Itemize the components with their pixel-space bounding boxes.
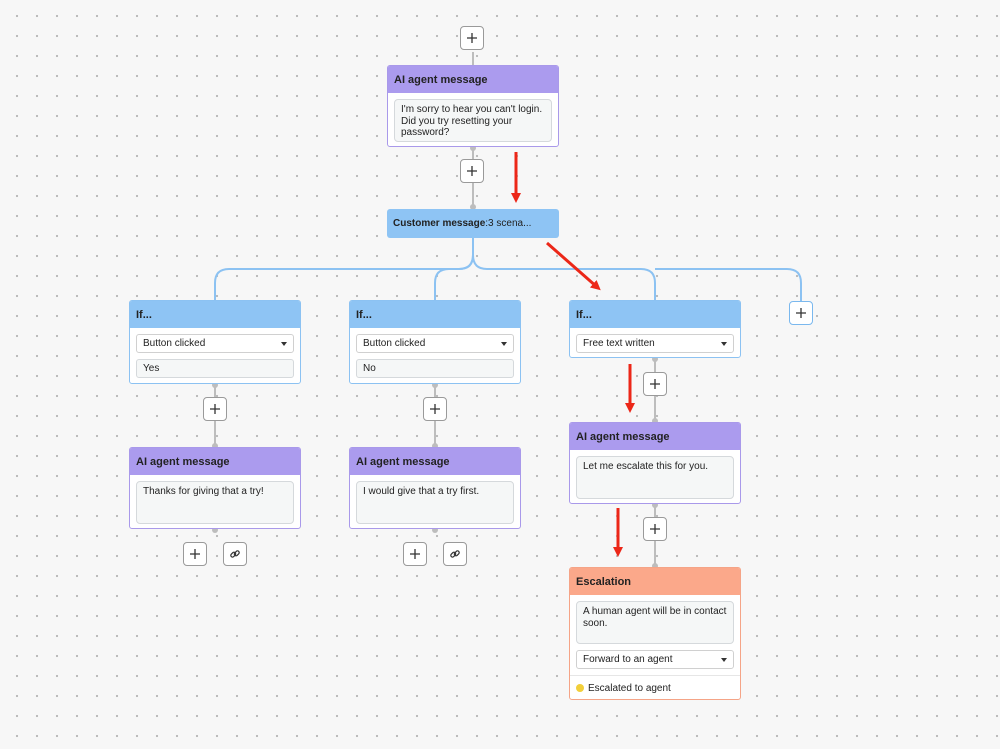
customer-message-detail: :3 scena... (485, 218, 532, 229)
plus-icon (190, 549, 200, 559)
escalation-action-select[interactable]: Forward to an agent (576, 650, 734, 669)
branch-2-ai-message-node[interactable]: AI agent message I would give that a try… (349, 447, 521, 529)
condition-title: If... (130, 301, 300, 328)
node-title: AI agent message (570, 423, 740, 450)
caret-down-icon (721, 657, 727, 662)
condition-type-select[interactable]: Button clicked (136, 334, 294, 353)
condition-node-2[interactable]: If... Button clicked No (349, 300, 521, 384)
condition-value-field[interactable]: Yes (136, 359, 294, 378)
condition-node-1[interactable]: If... Button clicked Yes (129, 300, 301, 384)
plus-icon (650, 524, 660, 534)
node-title: AI agent message (130, 448, 300, 475)
add-step-button-branch-2[interactable] (423, 397, 447, 421)
escalation-title: Escalation (570, 568, 740, 595)
plus-icon (467, 33, 477, 43)
message-text[interactable]: Thanks for giving that a try! (136, 481, 294, 524)
plus-icon (430, 404, 440, 414)
condition-title: If... (350, 301, 520, 328)
escalation-status: Escalated to agent (570, 675, 740, 699)
condition-value-field[interactable]: No (356, 359, 514, 378)
add-step-button-before-escalation[interactable] (643, 517, 667, 541)
branch-lines (214, 238, 802, 301)
message-text[interactable]: I would give that a try first. (356, 481, 514, 524)
caret-down-icon (721, 341, 727, 346)
link-icon (450, 550, 460, 558)
link-step-button-end-1[interactable] (223, 542, 247, 566)
message-text[interactable]: Let me escalate this for you. (576, 456, 734, 499)
caret-down-icon (281, 341, 287, 346)
add-scenario-button[interactable] (789, 301, 813, 325)
node-title: AI agent message (388, 66, 558, 93)
plus-icon (210, 404, 220, 414)
plus-icon (650, 379, 660, 389)
caret-down-icon (501, 341, 507, 346)
plus-icon (467, 166, 477, 176)
add-step-button-top[interactable] (460, 26, 484, 50)
escalation-status-text: Escalated to agent (588, 682, 671, 694)
condition-type-select[interactable]: Button clicked (356, 334, 514, 353)
link-step-button-end-2[interactable] (443, 542, 467, 566)
plus-icon (410, 549, 420, 559)
condition-title: If... (570, 301, 740, 328)
branch-1-ai-message-node[interactable]: AI agent message Thanks for giving that … (129, 447, 301, 529)
condition-type-value: Button clicked (143, 338, 206, 349)
node-title: AI agent message (350, 448, 520, 475)
condition-node-3[interactable]: If... Free text written (569, 300, 741, 358)
message-text[interactable]: I'm sorry to hear you can't login. Did y… (394, 99, 552, 142)
escalation-action-value: Forward to an agent (583, 654, 673, 665)
plus-icon (796, 308, 806, 318)
condition-type-value: Button clicked (363, 338, 426, 349)
branch-3-ai-message-node[interactable]: AI agent message Let me escalate this fo… (569, 422, 741, 504)
escalation-message-text[interactable]: A human agent will be in contact soon. (576, 601, 734, 644)
status-dot-icon (576, 684, 584, 692)
customer-message-node[interactable]: Customer message:3 scena... (387, 209, 559, 238)
add-step-button-branch-3[interactable] (643, 372, 667, 396)
condition-type-select[interactable]: Free text written (576, 334, 734, 353)
link-icon (230, 550, 240, 558)
condition-type-value: Free text written (583, 338, 655, 349)
add-step-button-branch-1[interactable] (203, 397, 227, 421)
escalation-node[interactable]: Escalation A human agent will be in cont… (569, 567, 741, 700)
root-ai-message-node[interactable]: AI agent message I'm sorry to hear you c… (387, 65, 559, 147)
add-step-button-end-1[interactable] (183, 542, 207, 566)
add-step-button-after-root[interactable] (460, 159, 484, 183)
customer-message-title: Customer message (393, 218, 486, 229)
add-step-button-end-2[interactable] (403, 542, 427, 566)
